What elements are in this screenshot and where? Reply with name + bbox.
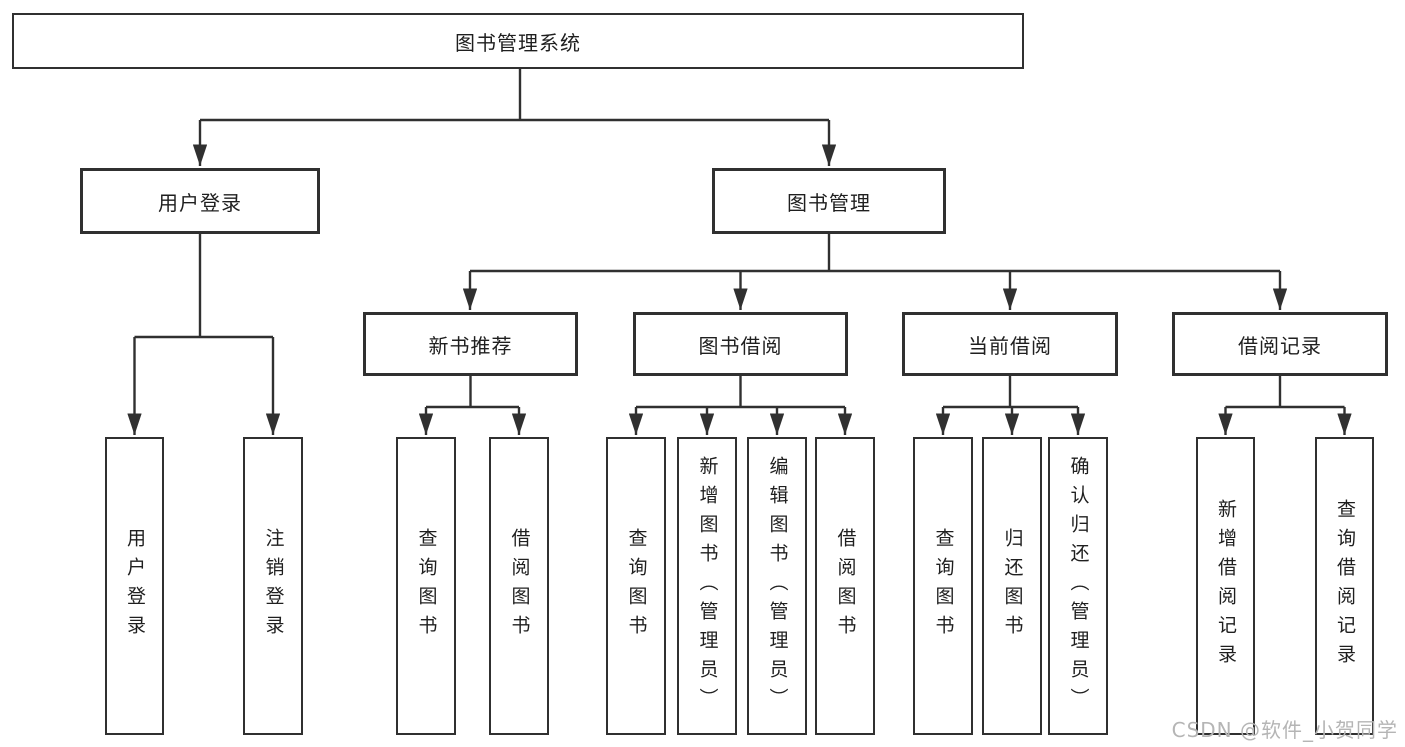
node-book-management: 图书管理 [712,168,946,234]
leaf-add-borrow-record: 新增借阅记录 [1196,437,1255,735]
node-book-management-label: 图书管理 [787,190,871,215]
node-book-borrowing-label: 图书借阅 [698,333,783,358]
leaf-query-books-borrow-label: 查询图书 [625,528,648,644]
leaf-return-book: 归还图书 [982,437,1042,735]
node-current-borrowing-label: 当前借阅 [968,333,1052,358]
leaf-query-books-current-label: 查询图书 [932,528,955,644]
leaf-confirm-return-admin-label: 确认归还（管理员） [1067,455,1090,717]
leaf-logout: 注销登录 [243,437,303,735]
node-library-management-system: 图书管理系统 [12,13,1024,69]
leaf-borrow-books-recommend: 借阅图书 [489,437,549,735]
leaf-confirm-return-admin: 确认归还（管理员） [1048,437,1108,735]
leaf-return-book-label: 归还图书 [1001,528,1024,644]
leaf-query-borrow-record-label: 查询借阅记录 [1334,499,1356,673]
node-borrowing-records: 借阅记录 [1172,312,1388,376]
leaf-borrow-books-label: 借阅图书 [834,528,857,644]
node-new-book-recommendation-label: 新书推荐 [428,333,513,358]
leaf-query-books-current: 查询图书 [913,437,973,735]
leaf-query-borrow-record: 查询借阅记录 [1315,437,1374,735]
leaf-logout-label: 注销登录 [262,528,285,644]
csdn-watermark: CSDN @软件_小贺同学 [1171,718,1398,742]
leaf-query-books-recommend-label: 查询图书 [415,528,438,644]
leaf-user-login-label: 用户登录 [124,528,146,644]
leaf-edit-book-admin-label: 编辑图书（管理员） [766,455,789,717]
leaf-borrow-books-recommend-label: 借阅图书 [508,528,531,644]
leaf-query-books-borrow: 查询图书 [606,437,666,735]
node-user-login: 用户登录 [80,168,320,234]
leaf-user-login: 用户登录 [105,437,164,735]
leaf-add-book-admin-label: 新增图书（管理员） [696,455,719,717]
node-current-borrowing: 当前借阅 [902,312,1118,376]
leaf-edit-book-admin: 编辑图书（管理员） [747,437,807,735]
node-new-book-recommendation: 新书推荐 [363,312,578,376]
node-borrowing-records-label: 借阅记录 [1238,333,1322,358]
leaf-add-borrow-record-label: 新增借阅记录 [1215,499,1237,673]
node-library-management-system-label: 图书管理系统 [455,30,581,55]
leaf-borrow-books: 借阅图书 [815,437,875,735]
leaf-query-books-recommend: 查询图书 [396,437,456,735]
node-book-borrowing: 图书借阅 [633,312,848,376]
leaf-add-book-admin: 新增图书（管理员） [677,437,737,735]
node-user-login-label: 用户登录 [158,190,242,215]
